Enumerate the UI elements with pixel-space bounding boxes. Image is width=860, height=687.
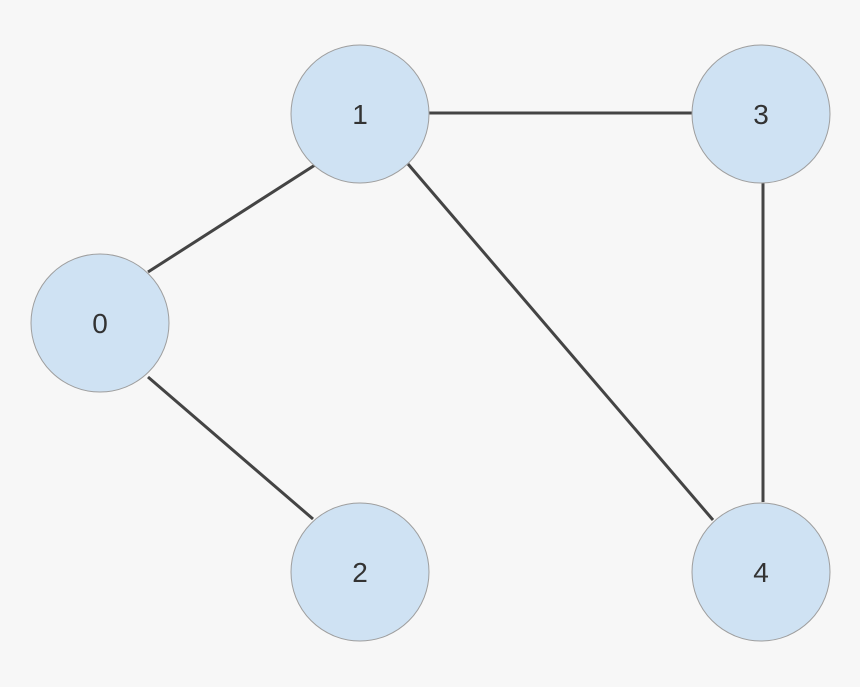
node-2[interactable]: 2: [290, 502, 430, 642]
node-1-circle: [290, 44, 430, 184]
node-1-label: 1: [352, 99, 368, 130]
node-3-label: 3: [753, 99, 769, 130]
node-4-circle: [691, 502, 831, 642]
node-0[interactable]: 0: [30, 253, 170, 393]
edge-0-2: [147, 375, 314, 521]
node-2-label: 2: [352, 557, 368, 588]
edge-0-1: [147, 163, 316, 274]
node-3[interactable]: 3: [691, 44, 831, 184]
node-3-circle: [691, 44, 831, 184]
node-0-circle: [30, 253, 170, 393]
node-1[interactable]: 1: [290, 44, 430, 184]
edges: [147, 111, 765, 521]
node-0-label: 0: [92, 308, 108, 339]
nodes: 0 1 2 3 4: [30, 44, 831, 642]
node-4[interactable]: 4: [691, 502, 831, 642]
node-2-circle: [290, 502, 430, 642]
node-4-label: 4: [753, 557, 769, 588]
edge-1-4: [406, 163, 715, 521]
